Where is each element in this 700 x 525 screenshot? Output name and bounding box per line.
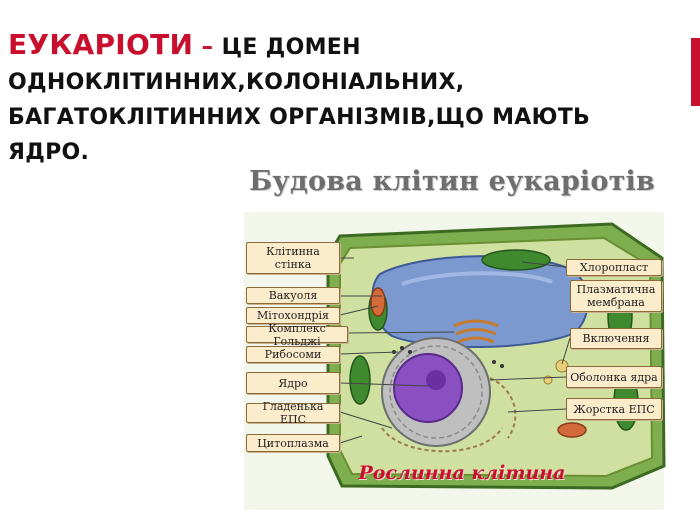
- nucleus-shape: [393, 353, 463, 423]
- label-smooth-er: Гладенька ЕПС: [246, 400, 340, 426]
- label-nucleus: Ядро: [246, 372, 340, 394]
- smooth-er-shape: [381, 427, 503, 453]
- label-plasma-membrane: Плазматична мембрана: [570, 280, 662, 312]
- ribosome-dot: [492, 360, 496, 364]
- label-ribosomes: Рибосоми: [246, 346, 340, 363]
- mitochondrion-shape: [370, 287, 386, 317]
- vacuole-highlight: [401, 271, 553, 286]
- chloroplast-shape: [349, 355, 371, 405]
- page-title: Еукаріоти – це домен одноклітинних,колон…: [8, 28, 678, 170]
- mitochondrion-shape: [557, 422, 587, 438]
- rough-er-shape: [389, 345, 483, 439]
- ribosome-dot: [400, 346, 404, 350]
- golgi-shape: [457, 336, 495, 344]
- label-cell-wall: Клітинна стінка: [246, 242, 340, 274]
- accent-bar: [691, 38, 700, 106]
- leader-lines-left: [339, 257, 455, 444]
- label-nuclear-envelope: Оболонка ядра: [566, 366, 662, 388]
- vacuole-shape: [371, 255, 589, 348]
- diagram-caption: Рослинна клітина: [358, 462, 566, 484]
- label-mitochondrion: Мітохондрія: [246, 307, 340, 324]
- cell-diagram: Будова клітин еукаріотів: [232, 166, 672, 516]
- label-inclusions: Включення: [570, 328, 662, 349]
- headline-definition: це домен одноклітинних,колоніальних, баг…: [8, 35, 591, 165]
- label-rough-er: Жорстка ЕПС: [566, 398, 662, 420]
- headline-term: Еукаріоти: [8, 28, 194, 61]
- label-chloroplast: Хлоропласт: [566, 259, 662, 276]
- golgi-shape: [455, 328, 497, 336]
- label-vacuole: Вакуоля: [246, 287, 340, 304]
- label-golgi-complex: Комплекс Гольджі: [246, 322, 348, 348]
- label-cytoplasm: Цитоплазма: [246, 434, 340, 452]
- chloroplast-shape: [481, 249, 551, 271]
- diagram-title: Будова клітин еукаріотів: [249, 166, 655, 197]
- ribosome-dot: [408, 350, 412, 354]
- headline-dash: –: [193, 34, 222, 60]
- nucleolus-shape: [426, 370, 446, 390]
- golgi-shape: [453, 319, 499, 328]
- ribosome-dot: [500, 364, 504, 368]
- rough-er-shape: [489, 377, 517, 439]
